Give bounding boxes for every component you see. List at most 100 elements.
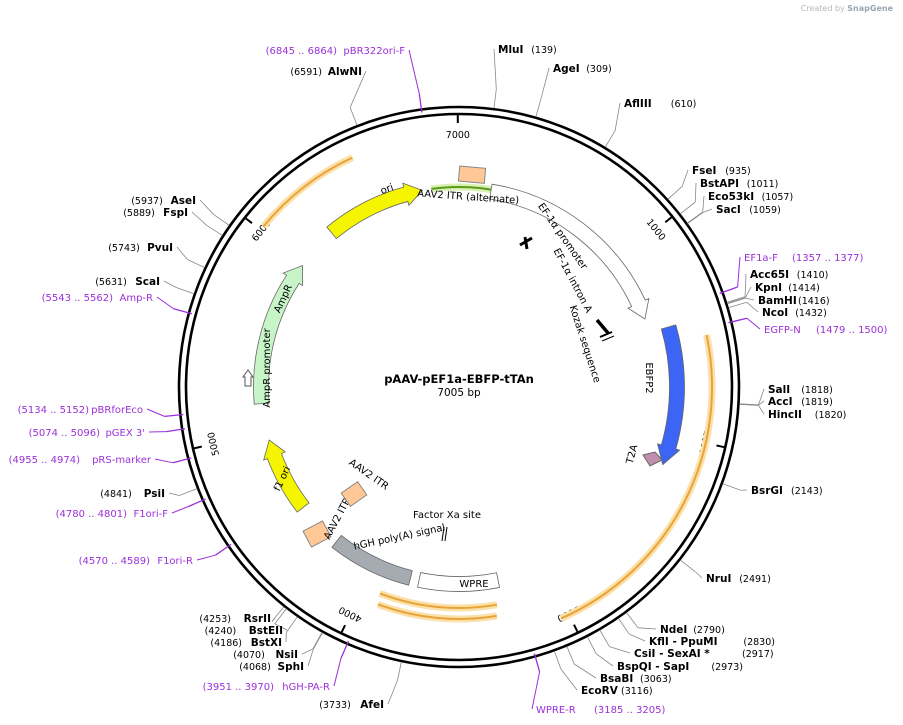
primer-leader-1 (737, 256, 741, 288)
feature-aav2-itr-inner (340, 481, 368, 507)
site-pos-left-8: (5743) (108, 243, 140, 254)
site-leader2-left-5 (271, 617, 276, 622)
primer-range-1: (1357 .. 1377) (792, 253, 864, 264)
site-leader-right-5 (687, 211, 703, 224)
primer-range-6: (4780 .. 4801) (56, 509, 128, 520)
site-leader2-right-18 (609, 646, 631, 654)
site-leader-right-20 (566, 646, 575, 665)
backbone-inner-strand (184, 112, 734, 662)
site-name-left-8: PvuI (147, 242, 173, 254)
primer-range-2: (1479 .. 1500) (816, 325, 888, 336)
feature-aav2-itr-alternate (457, 165, 487, 184)
primer-name-0: pBR322ori-F (343, 46, 405, 57)
feature-hgh-poly-a-signal (331, 534, 413, 586)
feature-label-4: EBFP2 (643, 362, 654, 393)
watermark-prefix: Created by (800, 4, 845, 13)
feature-label-14: ori (379, 182, 395, 197)
site-pos-left-6: (4841) (100, 489, 132, 500)
site-pos-left-5: (4253) (199, 614, 231, 625)
feature-aav2-itr-bottom (302, 520, 332, 548)
primer-mark-6 (187, 498, 206, 508)
site-leader-left-4 (274, 608, 287, 624)
feature-t2a (642, 451, 663, 467)
site-name-left-1: SphI (278, 661, 304, 673)
site-name-8: KpnI (755, 282, 782, 294)
site-leader2-left-0 (387, 680, 398, 705)
primer-range-10: (5543 .. 5562) (42, 293, 114, 304)
site-name-1: AgeI (553, 63, 580, 75)
site-leader2-left-6 (168, 492, 180, 496)
tick-mark-4000 (340, 624, 346, 633)
feature-label-7: WPRE (459, 579, 488, 590)
site-leader-right-21 (554, 651, 562, 670)
primer-mark-0 (418, 93, 423, 113)
site-pos-2: (610) (671, 99, 697, 110)
site-leader2-left-4 (274, 623, 288, 631)
snapgene-logo: SnapGene (847, 4, 893, 13)
site-pos-17: (2830) (743, 637, 775, 648)
site-name-left-10: AseI (171, 195, 196, 207)
site-leader2-right-0 (493, 48, 497, 90)
primer-leader-3 (531, 671, 541, 710)
site-name-left-6: PsiI (144, 488, 165, 500)
site-name-12: AccI (768, 396, 792, 408)
site-leader2-right-21 (560, 668, 578, 691)
primer-range-9: (5134 .. 5152) (18, 405, 90, 416)
feature-factor-xa-mark (441, 526, 445, 542)
feature-label-5: T2A (625, 443, 641, 466)
center-label: pAAV-pEF1a-EBFP-tTAn 7005 bp (384, 372, 534, 399)
orf-arc-left-glow (260, 154, 354, 229)
primer-range-4: (3951 .. 3970) (203, 682, 275, 693)
primer-range-8: (5074 .. 5096) (29, 428, 101, 439)
site-name-left-9: FspI (163, 207, 188, 219)
site-pos-16: (2790) (693, 625, 725, 636)
site-name-13: HincII (768, 409, 802, 421)
tick-label-7000: 7000 (446, 130, 470, 141)
site-leader2-left-9 (191, 211, 207, 226)
tick-mark-2000 (716, 444, 725, 449)
feature-ef-1-promoter (489, 183, 650, 320)
site-leader2-left-11 (349, 70, 367, 108)
site-leader2-right-3 (681, 169, 689, 187)
plasmid-name: pAAV-pEF1a-EBFP-tTAn (384, 372, 534, 386)
site-leader2-right-19 (595, 653, 614, 667)
site-name-15: NruI (706, 573, 731, 585)
feature-f1-ori (263, 439, 310, 513)
site-leader2-right-1 (540, 67, 550, 99)
tick-label-1000: 1000 (644, 217, 668, 243)
primer-name-2: EGFP-N (764, 325, 801, 336)
feature-label-12: AmpR promoter (262, 327, 273, 407)
site-leader2-right-15 (695, 571, 703, 579)
site-leader-right-1 (535, 98, 542, 117)
site-leader-right-19 (587, 636, 597, 654)
orf-arc-right-line (560, 334, 714, 620)
site-pos-left-11: (6591) (290, 67, 322, 78)
site-leader2-left-10 (199, 199, 214, 215)
site-leader-right-10 (728, 301, 747, 309)
feature-ebfp2 (656, 324, 685, 466)
tick-mark-6000 (245, 217, 253, 224)
site-leader2-right-16 (637, 627, 657, 630)
primer-mark-2 (728, 317, 748, 324)
orf-arcs (260, 154, 716, 623)
watermark: Created by SnapGene (801, 4, 893, 13)
site-leader-right-3 (667, 186, 683, 200)
primer-leader-0 (408, 49, 420, 94)
feature-kozak-mark-2 (601, 335, 615, 342)
site-name-20: BsaBI (600, 673, 633, 685)
site-pos-left-0: (3733) (319, 700, 351, 711)
site-leader-left-6 (179, 488, 198, 496)
site-leader2-right-9 (745, 297, 755, 301)
site-name-0: MluI (498, 44, 523, 56)
site-name-16: NdeI (660, 624, 687, 636)
tick-mark-1000 (664, 216, 673, 224)
site-name-3: FseI (692, 165, 716, 177)
orf-arc-bottom-outer-line (377, 603, 497, 620)
site-leader2-right-5 (702, 195, 705, 213)
orf-arc-bottom-inner-glow (378, 590, 498, 612)
site-leader-left-11 (349, 107, 358, 126)
primer-name-9: pBRforEco (91, 405, 143, 416)
site-leader2-left-8 (176, 246, 188, 260)
primer-name-1: EF1a-F (744, 253, 778, 264)
feature-intron-end-mark (595, 318, 610, 335)
